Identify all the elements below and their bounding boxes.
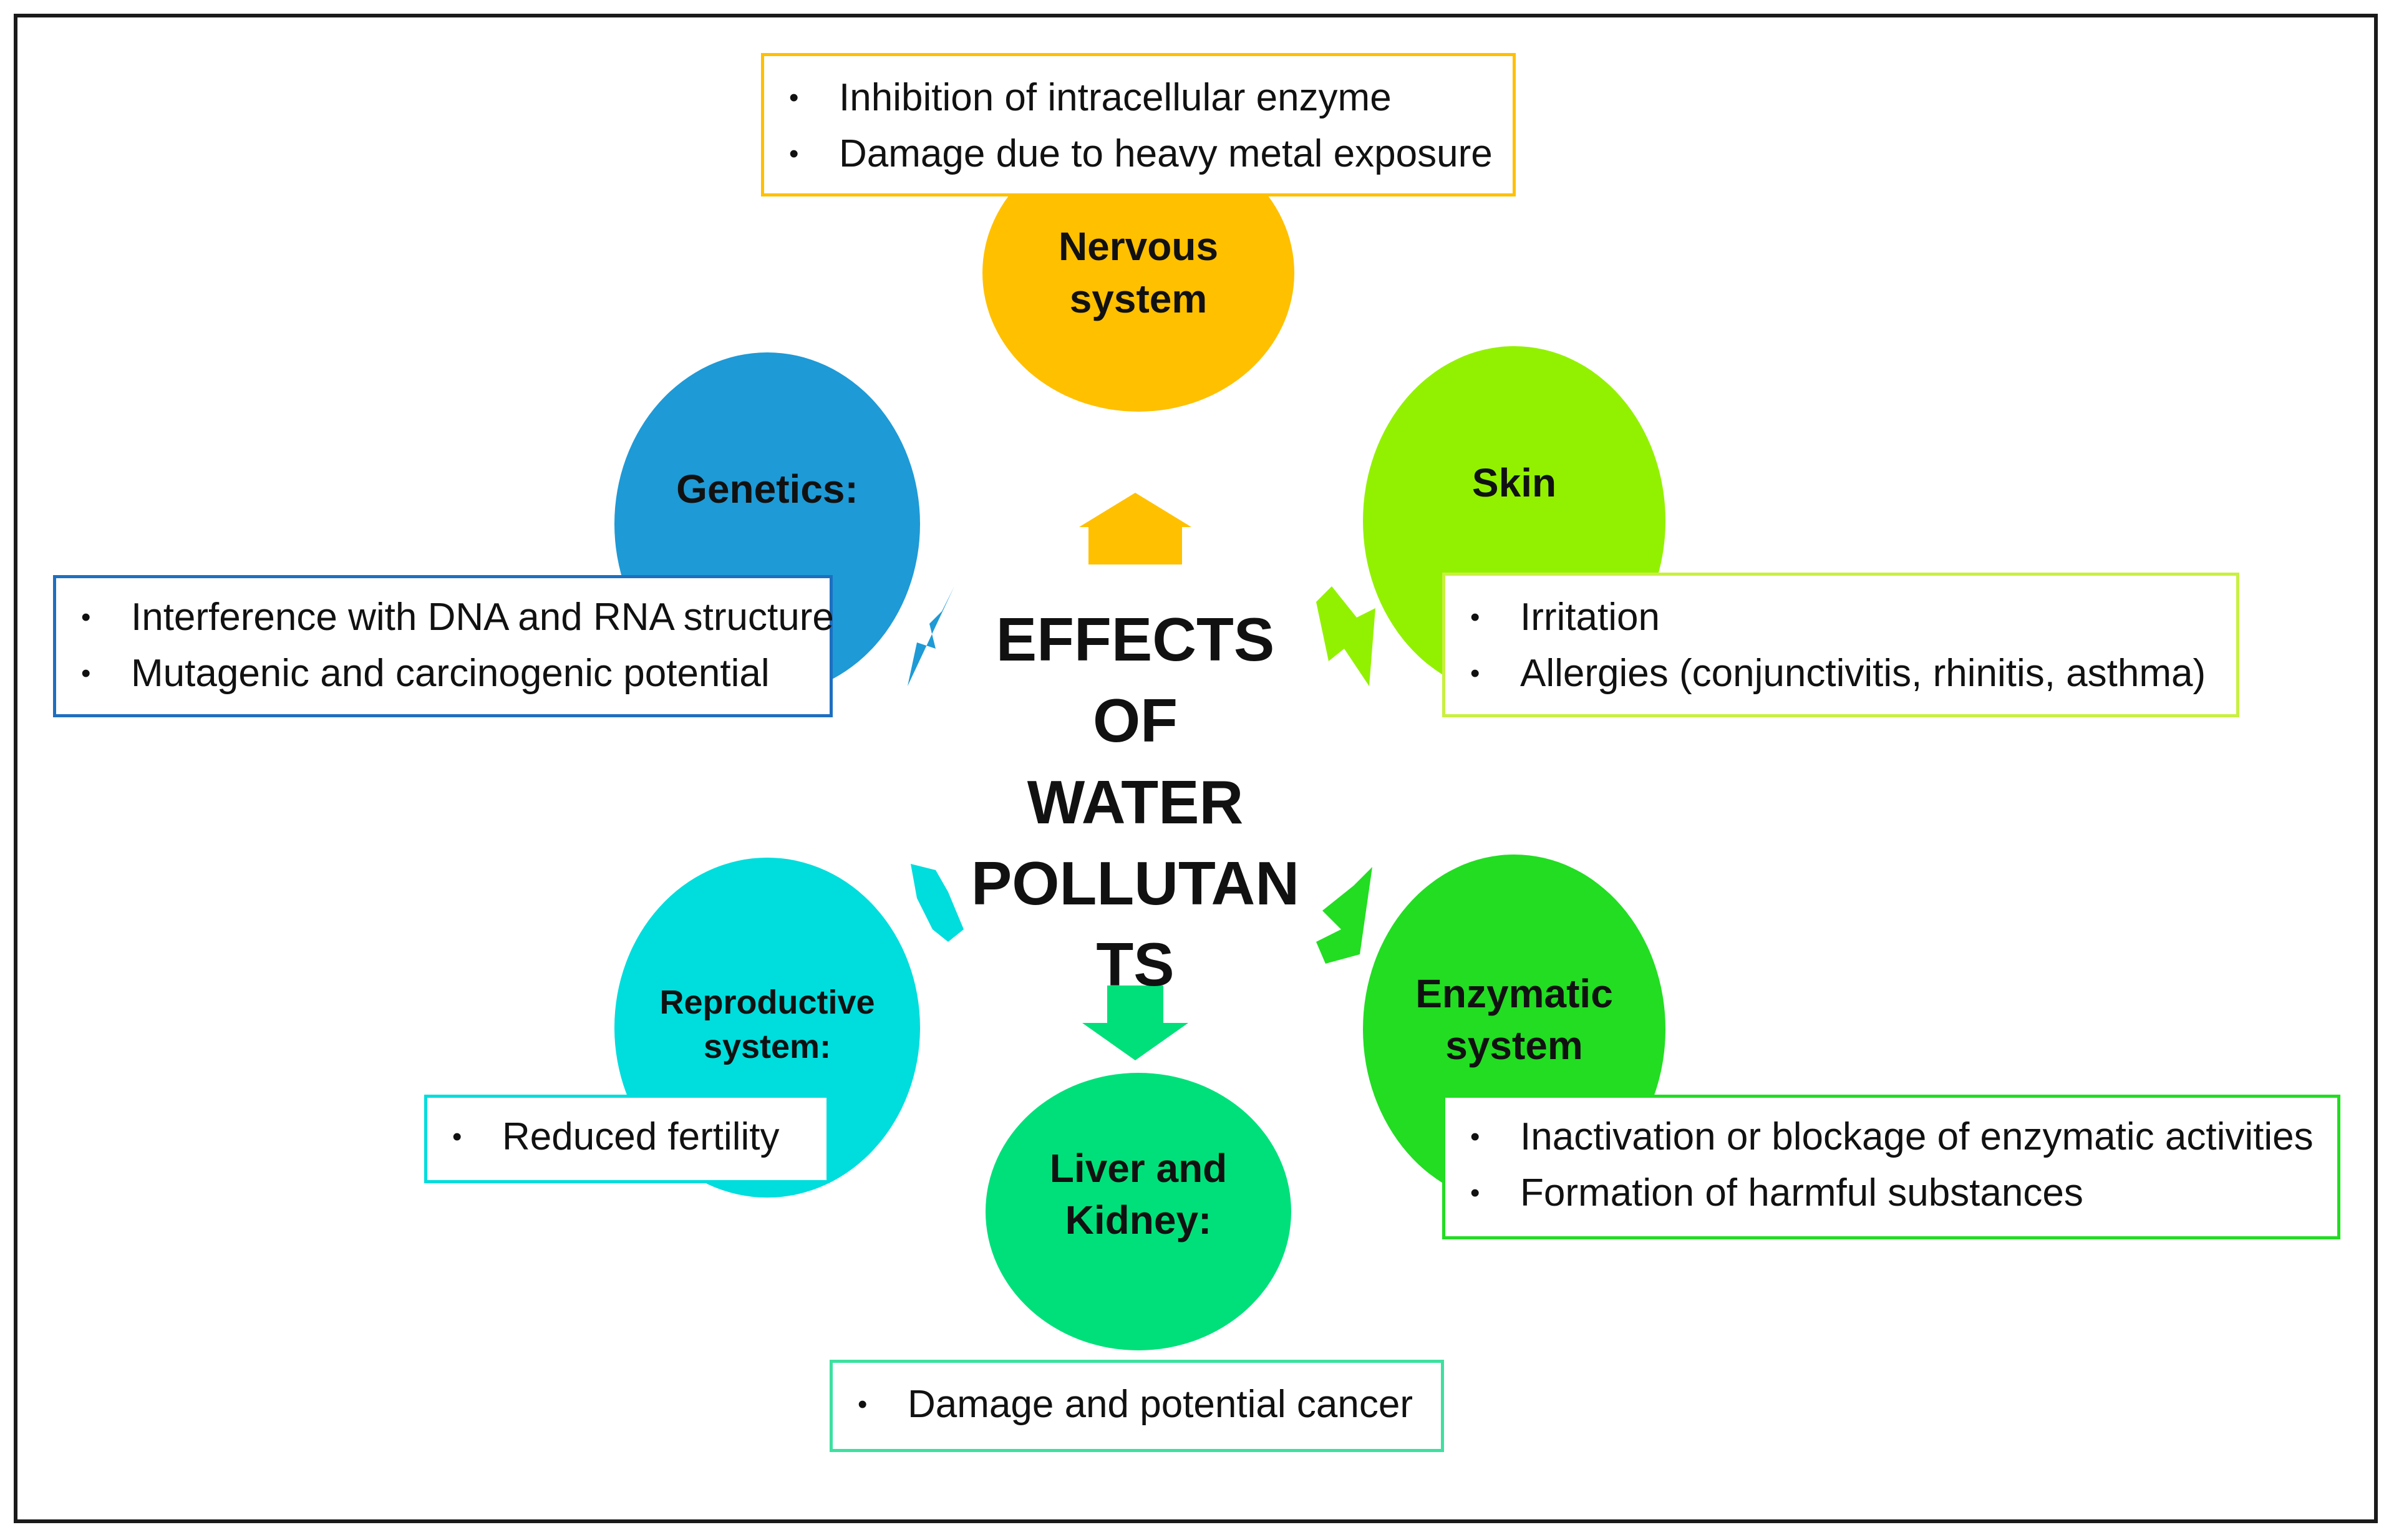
label-enzymatic: Enzymatic system (1415, 968, 1613, 1072)
label-liver: Liver and Kidney: (1050, 1143, 1228, 1246)
label-reproductive-line2: system: (703, 1027, 831, 1065)
box-nervous: Inhibition of intracellular enzyme Damag… (761, 53, 1516, 196)
arrow-liver (1082, 986, 1188, 1060)
bullet-reproductive-1: Reduced fertility (427, 1109, 826, 1165)
label-reproductive: Reproductive system: (659, 981, 875, 1068)
label-nervous-line1: Nervous (1058, 224, 1219, 269)
center-title-line1: EFFECTS OF (996, 605, 1275, 755)
label-nervous: Nervous system (1059, 221, 1218, 324)
arrow-skin (1316, 586, 1375, 686)
bullet-liver-1: Damage and potential cancer (833, 1377, 1441, 1433)
label-skin-line1: Skin (1471, 460, 1557, 506)
bullet-genetics-2: Mutagenic and carcinogenic potential (56, 646, 830, 702)
bullet-skin-2: Allergies (conjunctivitis, rhinitis, ast… (1445, 646, 2236, 702)
box-liver: Damage and potential cancer (830, 1360, 1444, 1452)
bullet-enzymatic-2: Formation of harmful substances (1445, 1165, 2337, 1221)
bullet-nervous-1: Inhibition of intracellular enzyme (764, 70, 1513, 126)
box-enzymatic: Inactivation or blockage of enzymatic ac… (1442, 1095, 2340, 1239)
label-nervous-line2: system (1069, 276, 1208, 321)
bullet-skin-1: Irritation (1445, 589, 2236, 646)
arrow-enzymatic (1316, 867, 1372, 964)
label-liver-line1: Liver and (1049, 1145, 1228, 1191)
arrow-genetics (908, 586, 954, 686)
label-genetics: Genetics: (676, 463, 858, 515)
box-skin: Irritation Allergies (conjunctivitis, rh… (1442, 573, 2239, 717)
circle-liver: Liver and Kidney: (986, 1073, 1291, 1350)
center-title-line4: TS (1096, 930, 1175, 999)
arrow-nervous (1079, 493, 1191, 564)
label-skin: Skin (1472, 457, 1556, 509)
bullet-enzymatic-1: Inactivation or blockage of enzymatic ac… (1445, 1109, 2337, 1165)
label-reproductive-line1: Reproductive (659, 984, 875, 1022)
label-enzymatic-line1: Enzymatic (1415, 971, 1613, 1016)
label-liver-line2: Kidney: (1065, 1198, 1212, 1242)
diagram-frame (14, 14, 2378, 1523)
bullet-nervous-2: Damage due to heavy metal exposure (764, 126, 1513, 182)
center-title: EFFECTS OF WATER POLLUTAN TS (948, 599, 1322, 1005)
bullet-genetics-1: Interference with DNA and RNA structure (56, 589, 834, 646)
label-genetics-line1: Genetics: (676, 467, 858, 512)
arrow-reproductive (911, 864, 964, 942)
center-title-line2: WATER (1027, 767, 1244, 836)
center-title-line3: POLLUTAN (971, 848, 1300, 918)
box-genetics: Interference with DNA and RNA structure … (53, 575, 834, 717)
box-reproductive: Reduced fertility (424, 1095, 830, 1183)
label-enzymatic-line2: system (1445, 1023, 1583, 1068)
